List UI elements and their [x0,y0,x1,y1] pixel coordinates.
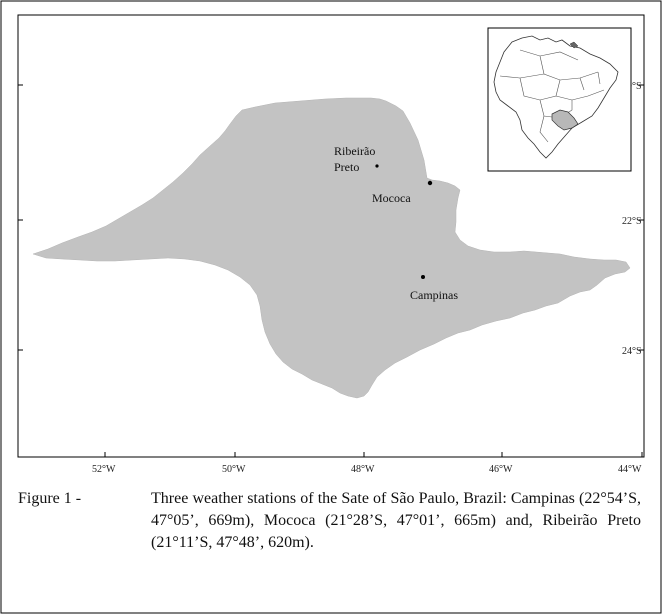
lon-label-46: 46°W [489,464,513,475]
caption-body: Three weather stations of the Sate of Sã… [151,490,641,551]
caption-lead: Figure 1 - [18,490,82,507]
brazil-inset-map [487,27,632,172]
ribeirao-label-line1: Ribeirão [334,144,375,158]
lat-label-22: 22°S [622,216,642,227]
ribeirao-label-line2: Preto [334,160,359,174]
figure-caption: Figure 1 - Three weather stations of the … [18,488,648,554]
mococa-marker [427,180,433,186]
campinas-label: Campinas [410,288,458,302]
map-frame [17,14,645,458]
ribeirao-preto-marker [375,164,379,168]
sao-paulo-state [32,97,631,399]
lon-label-44: 44°W [618,464,642,475]
lon-label-50: 50°W [222,464,246,475]
mococa-label: Mococa [372,191,411,205]
lat-label-24: 24°S [622,346,642,357]
lon-label-48: 48°W [351,464,375,475]
lat-label-20: 20°S [622,81,642,92]
campinas-marker [421,275,425,279]
lon-label-52: 52°W [92,464,116,475]
